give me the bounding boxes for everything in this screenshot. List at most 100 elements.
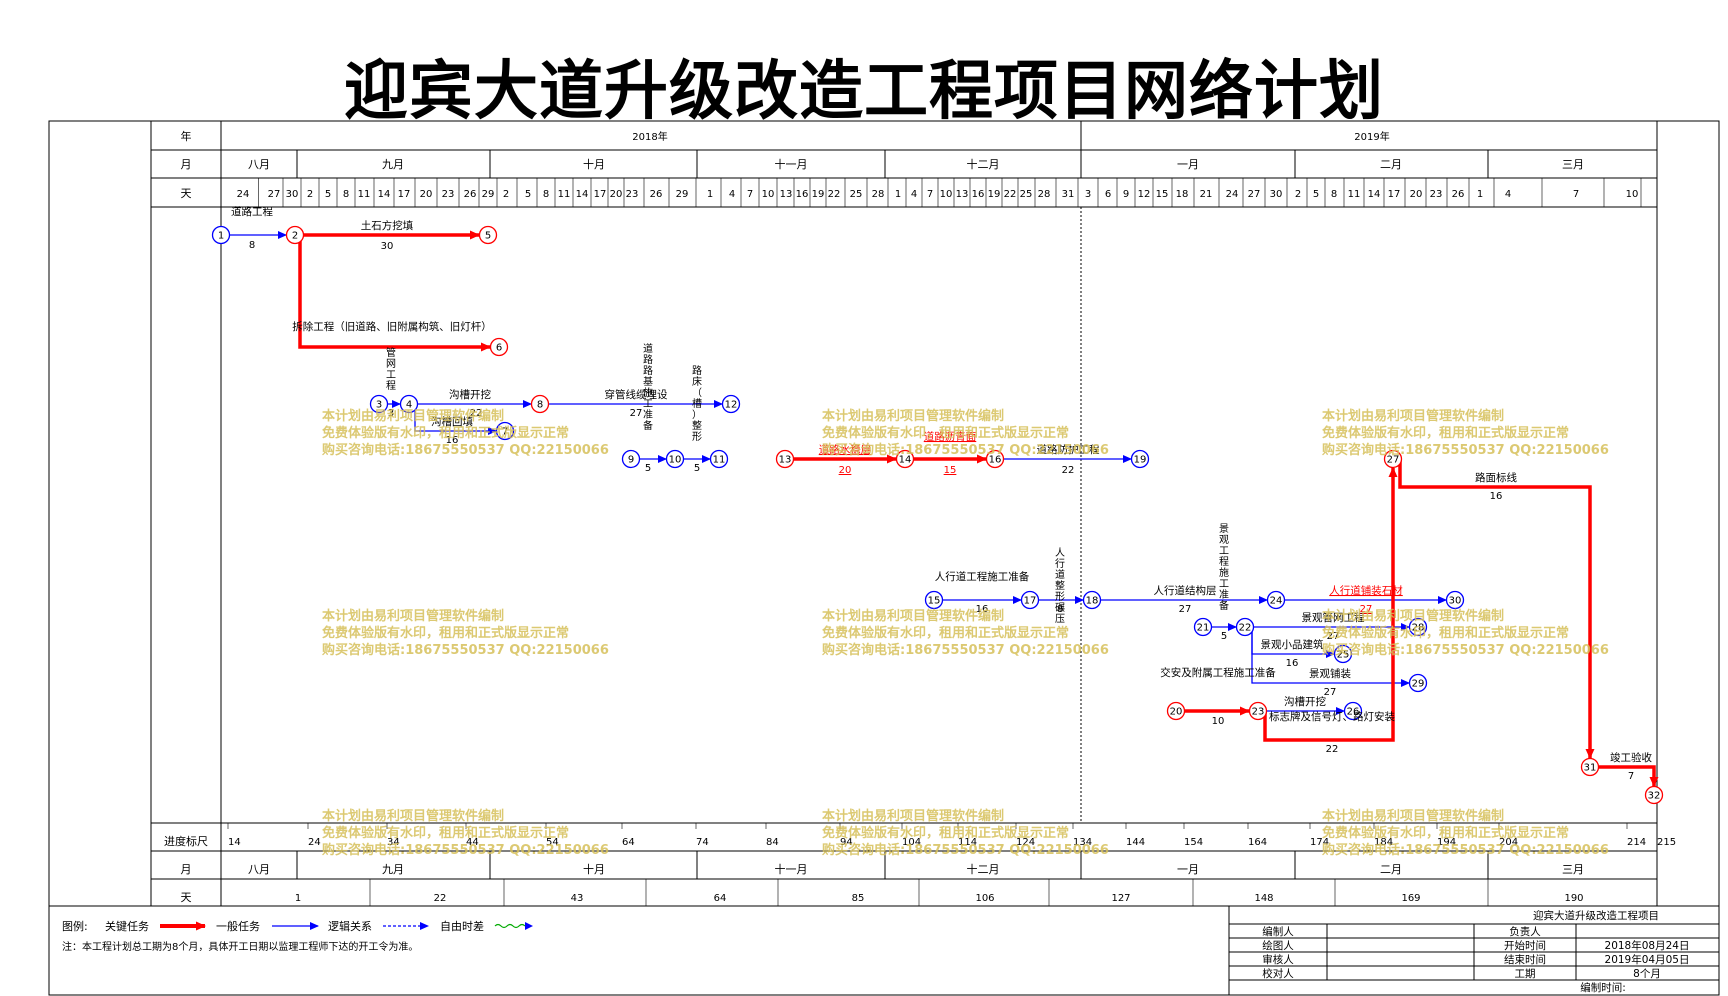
progress-tick: 44 (466, 837, 479, 848)
bottom-day-cell: 1 (295, 893, 301, 904)
legend-logic-label: 逻辑关系 (328, 919, 372, 933)
task-duration: 16 (976, 604, 989, 615)
header-row-label: 月 (181, 158, 192, 171)
task-name: 道路防护工程 (1037, 443, 1100, 456)
day-cell: 4 (1505, 189, 1511, 200)
task-name-char: 景 (1219, 523, 1229, 535)
task-duration: 27 (1324, 687, 1337, 698)
bottom-day-cell: 43 (571, 893, 584, 904)
day-cell: 31 (1062, 189, 1075, 200)
legend-float-arrowhead (525, 922, 533, 930)
day-cell: 2 (1295, 189, 1301, 200)
task-labels: 道路工程8土石方挖填30拆除工程（旧道路、旧附属构筑、旧灯杆）管网工程3沟槽开挖… (231, 205, 1652, 782)
task-name-char: 基 (643, 375, 653, 388)
task-duration: 30 (381, 241, 394, 252)
task-duration: 7 (1628, 771, 1634, 782)
task-name-char: 施 (643, 386, 653, 399)
task-name-char: 路 (643, 364, 653, 377)
day-cell: 30 (286, 189, 299, 200)
task-duration: 27 (1360, 604, 1373, 615)
node-number: 2 (292, 231, 298, 242)
bottom-day-cell: 64 (714, 893, 727, 904)
day-cell: 24 (1226, 189, 1239, 200)
node-circle (1383, 449, 1403, 469)
bottom-month-cell: 十一月 (775, 862, 808, 876)
task-name: 沟槽开挖 (1284, 695, 1326, 708)
day-cell: 14 (576, 189, 589, 200)
day-cell: 26 (650, 189, 663, 200)
day-cell: 22 (828, 189, 841, 200)
bottom-month-cell: 十二月 (967, 862, 1000, 876)
legend-normal-label: 一般任务 (216, 920, 260, 933)
task-name-char: 管 (386, 346, 396, 359)
day-cell: 24 (237, 189, 250, 200)
node-number: 32 (1648, 791, 1661, 802)
day-cell: 23 (1430, 189, 1443, 200)
node-circle (1193, 617, 1213, 637)
node-number: 15 (928, 596, 941, 607)
task-name-char: 整 (692, 419, 702, 432)
month-cell: 三月 (1562, 158, 1584, 171)
node-circle (369, 394, 389, 414)
task-duration: 22 (1062, 465, 1075, 476)
node-circle (1343, 701, 1363, 721)
progress-tick: 194 (1437, 837, 1456, 848)
node-number: 18 (1086, 596, 1099, 607)
node-circle (530, 394, 550, 414)
progress-tick: 64 (622, 837, 635, 848)
task-edge (1599, 765, 1659, 787)
node-number: 16 (989, 455, 1002, 466)
header-row-label: 天 (181, 187, 192, 200)
day-cell: 8 (1331, 189, 1337, 200)
progress-tick: 124 (1016, 837, 1035, 848)
node-number: 20 (1170, 707, 1183, 718)
task-name-char: 备 (1219, 599, 1229, 612)
day-cell: 23 (626, 189, 639, 200)
node-circle (1020, 590, 1040, 610)
node-number: 27 (1387, 455, 1400, 466)
node-circle (495, 421, 515, 441)
day-cell: 1 (1477, 189, 1483, 200)
info-left-3: 校对人 (1262, 967, 1294, 980)
bottom-month-cell: 一月 (1177, 863, 1199, 876)
legend-note: 注：本工程计划总工期为8个月，具体开工日期以监理工程师下达的开工令为准。 (62, 940, 418, 953)
progress-tick: 154 (1184, 837, 1203, 848)
node-number: 12 (725, 400, 738, 411)
progress-tick: 204 (1499, 837, 1518, 848)
bottom-day-cell: 169 (1401, 893, 1420, 904)
month-cell: 十一月 (775, 157, 808, 171)
task-name-char: 形 (692, 431, 702, 443)
task-name: 道路沥青面 (924, 430, 977, 443)
task-duration: 22 (1326, 744, 1339, 755)
day-cell: 10 (940, 189, 953, 200)
node-number: 23 (1252, 707, 1265, 718)
task-name: 交安及附属工程施工准备 (1160, 666, 1276, 679)
node-circle (1235, 617, 1255, 637)
progress-tick: 24 (308, 837, 321, 848)
info-right-1: 开始时间 (1504, 939, 1546, 952)
legend-float-label: 自由时差 (440, 919, 484, 933)
task-duration: 20 (839, 465, 852, 476)
task-duration: 16 (1490, 491, 1503, 502)
node-circle (985, 449, 1005, 469)
task-name: 景观铺装 (1309, 667, 1351, 680)
day-cell: 28 (1038, 189, 1051, 200)
month-cell: 八月 (248, 158, 270, 171)
legend-float-wave (494, 923, 526, 929)
day-cell: 9 (1123, 189, 1129, 200)
task-name-char: 整 (1055, 579, 1065, 592)
info-right-2: 结束时间 (1504, 953, 1546, 966)
task-name-char: 人 (1055, 547, 1065, 559)
info-value-2: 2019年04月05日 (1605, 953, 1690, 966)
node-circle (478, 225, 498, 245)
node-circle (709, 449, 729, 469)
node-number: 7 (502, 427, 508, 438)
task-duration: 5 (1221, 631, 1227, 642)
node-circle (775, 449, 795, 469)
info-left-0: 编制人 (1262, 925, 1294, 938)
task-name-char: 备 (643, 419, 653, 432)
task-name-char: 准 (643, 409, 653, 421)
node-circle (1082, 590, 1102, 610)
bottom-day-cell: 22 (434, 893, 447, 904)
